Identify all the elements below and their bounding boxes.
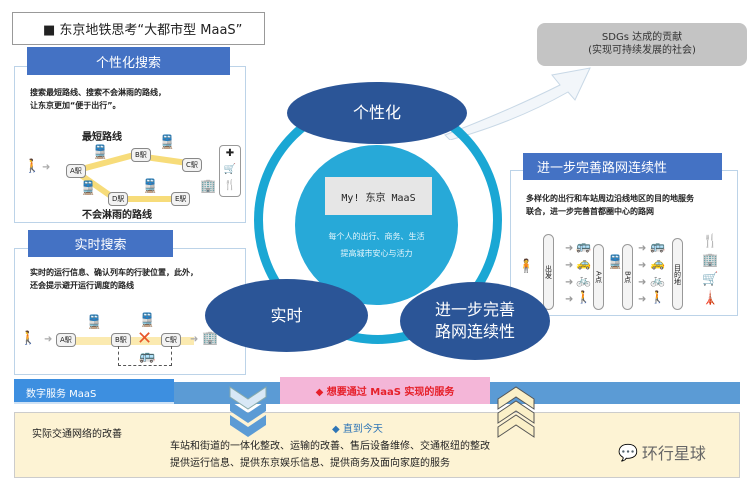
station-b: B駅 (131, 148, 151, 162)
column-a: A点 (593, 244, 604, 310)
desc-line: 联合，进一步完善首都圈中心的路网 (526, 207, 654, 216)
realtime-route-diagram: 🚶 ➜ A駅 B駅 C駅 🚆 🚆 ✕ 🚌 ➜ 🏢 (14, 310, 246, 372)
realtime-search-desc: 实时的运行信息、确认列车的行驶位置，此外， 还会提示避开运行调度的路线 (30, 266, 198, 292)
bus-icon: 🚌 (139, 349, 156, 364)
mode-arrows: ➜➜➜➜ (565, 243, 574, 305)
destination-icons: 🍴🏢🛒🗼 (702, 234, 719, 306)
personal-route-diagram: 最短路线 不会淋雨的路线 🚶 ➜ A駅 B駅 C駅 D駅 E駅 🚆 🚆 🚆 🚆 … (14, 120, 246, 221)
train-icon: 🚆 (142, 179, 159, 194)
detour-route (118, 346, 172, 366)
mode-arrows: ➜➜➜➜ (638, 243, 647, 305)
walker-icon: 🚶 (24, 159, 41, 174)
sdgs-line1: SDGs 达成的贡献 (601, 32, 683, 43)
station-a: A駅 (66, 164, 86, 178)
desc-line: 多样化的出行和车站周边沿线地区的目的地服务 (526, 194, 694, 203)
maas-label: My! 东京 MaaS (325, 177, 432, 215)
building-icon: 🏢 (202, 331, 219, 346)
ellipse-network: 进一步完善 路网连续性 (400, 282, 550, 360)
realtime-search-header: 实时搜索 (28, 230, 173, 257)
center-line: 每个人的出行、商务、生活 (328, 232, 425, 241)
network-diagram: 🧍 出发 A点 B点 目的地 🚆 ➜➜➜➜ 🚌🚕🚲🚶 ➜➜➜➜ 🚌🚕🚲🚶 🍴🏢🛒… (510, 230, 738, 315)
watermark: 💬 环行星球 (618, 440, 706, 464)
up-chevrons-icon (497, 386, 535, 438)
train-icon: 🚆 (92, 145, 109, 160)
ellipse-line: 路网连续性 (434, 322, 515, 341)
destination-services: ✚🛒🍴 (219, 145, 241, 197)
arrow-icon: ➜ (42, 162, 51, 173)
train-icon: 🚆 (80, 181, 97, 196)
arrow-icon: ➜ (44, 334, 53, 345)
no-rain-route-label: 不会淋雨的路线 (82, 210, 152, 221)
improvement-line: 提供运行信息、提供东京娱乐信息、提供商务及面向家庭的服务 (170, 458, 450, 469)
desc-line: 还会提示避开运行调度的路线 (30, 281, 134, 290)
station-d: D駅 (108, 192, 129, 206)
center-text: 每个人的出行、商务、生活 提高城市安心与活力 (300, 228, 453, 262)
column-destination: 目的地 (672, 238, 683, 310)
inner-circle (295, 145, 458, 305)
network-header: 进一步完善路网连续性 (523, 153, 722, 180)
cancel-x-icon: ✕ (137, 328, 153, 349)
ellipse-realtime: 实时 (205, 279, 368, 352)
maas-service-box: ◆ 想要通过 MaaS 实现的服务 (280, 377, 490, 404)
ellipse-personalized: 个性化 (287, 82, 467, 144)
station-a: A駅 (56, 333, 76, 347)
station-e: E駅 (171, 192, 191, 206)
page-title: ■ 东京地铁思考“大都市型 MaaS” (12, 12, 265, 45)
desc-line: 实时的运行信息、确认列车的行驶位置，此外， (30, 268, 198, 277)
walker-icon: 🚶 (20, 331, 37, 346)
transport-modes-a: 🚌🚕🚲🚶 (576, 239, 591, 304)
wechat-icon: 💬 (618, 442, 638, 462)
person-phone-icon: 🧍 (518, 259, 535, 274)
station-c: C駅 (161, 333, 181, 347)
center-line: 提高城市安心与活力 (340, 249, 413, 258)
until-today: ◆ 直到今天 (332, 424, 383, 435)
personal-search-desc: 搜索最短路线、搜索不会淋雨的路线， 让东京更加“便于出行”。 (30, 86, 166, 112)
desc-line: 让东京更加“便于出行”。 (30, 101, 121, 110)
transport-modes-b: 🚌🚕🚲🚶 (650, 239, 665, 304)
network-desc: 多样化的出行和车站周边沿线地区的目的地服务 联合，进一步完善首都圈中心的路网 (526, 192, 694, 218)
improvements-text: 车站和街道的一体化整改、运输的改善、售后设备维修、交通枢纽的整改 提供运行信息、… (170, 438, 490, 472)
train-icon: 🚆 (607, 255, 624, 270)
train-icon: 🚆 (86, 315, 103, 330)
down-chevrons-icon (229, 386, 267, 437)
personal-search-header: 个性化搜索 (27, 47, 230, 75)
watermark-text: 环行星球 (641, 444, 706, 463)
column-start: 出发 (543, 234, 554, 310)
column-b: B点 (622, 244, 633, 310)
arrow-icon: ➜ (190, 334, 199, 345)
real-network-label: 实际交通网络的改善 (32, 429, 122, 440)
ellipse-line: 进一步完善 (434, 300, 515, 319)
shortest-route-label: 最短路线 (82, 132, 122, 143)
station-c: C駅 (182, 158, 202, 172)
sdgs-line2: (实现可持续发展的社会) (588, 45, 696, 56)
digital-maas-label: 数字服务 MaaS (14, 379, 174, 404)
building-icon: 🏢 (200, 179, 217, 194)
sdgs-box: SDGs 达成的贡献 (实现可持续发展的社会) (537, 23, 747, 66)
real-network-panel (14, 412, 740, 478)
station-b: B駅 (111, 333, 131, 347)
desc-line: 搜索最短路线、搜索不会淋雨的路线， (30, 88, 166, 97)
improvement-line: 车站和街道的一体化整改、运输的改善、售后设备维修、交通枢纽的整改 (170, 441, 490, 452)
train-icon: 🚆 (139, 313, 156, 328)
growth-arrow (444, 67, 591, 140)
train-icon: 🚆 (159, 135, 176, 150)
